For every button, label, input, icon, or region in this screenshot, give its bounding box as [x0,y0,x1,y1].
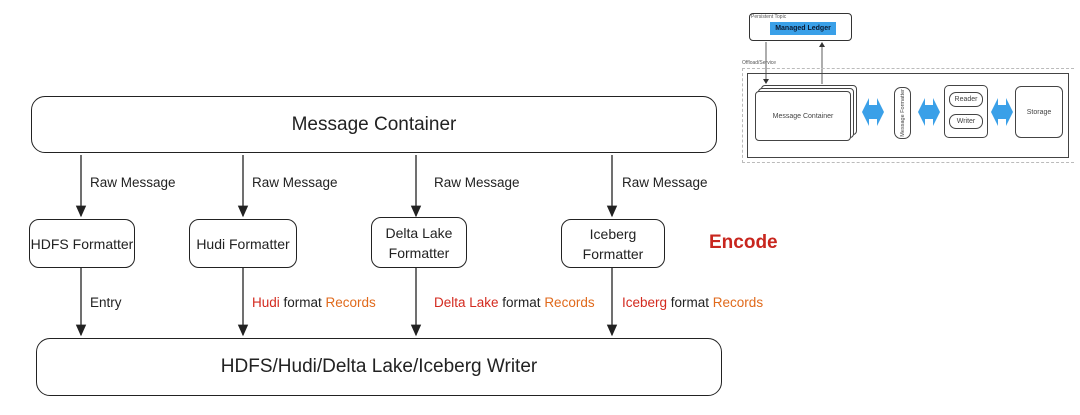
inset-message-formatter-label: Message Formatter [899,89,906,137]
hdfs-formatter-box: HDFS Formatter [29,219,135,268]
output-4-name: Iceberg [622,295,668,310]
raw-message-label-2: Raw Message [252,175,338,190]
delta-lake-formatter-box: Delta Lake Formatter [371,217,467,268]
formatter-3-line1: Delta Lake [385,224,453,241]
raw-message-label-1: Raw Message [90,175,176,190]
inset-offload-service-label: Offload/Service [742,60,777,66]
inset-arrows [763,42,1013,126]
raw-message-label-4: Raw Message [622,175,708,190]
inset-writer-box: Writer [949,114,983,129]
message-container-box: Message Container [31,96,717,153]
iceberg-formatter-box: Iceberg Formatter [561,219,665,268]
inset-writer-label: Writer [956,118,976,125]
output-4-records: Records [712,295,764,310]
writer-box: HDFS/Hudi/Delta Lake/Iceberg Writer [36,338,722,396]
output-label-1: Entry [90,295,122,310]
inset-managed-ledger-box: Managed Ledger [770,22,836,35]
formatter-4-line2: Formatter [582,245,644,262]
hudi-formatter-box: Hudi Formatter [189,219,297,268]
inset-reader-box: Reader [949,92,983,107]
raw-message-label-3: Raw Message [434,175,520,190]
inset-storage-label: Storage [1026,108,1052,116]
formatter-4-line1: Iceberg [589,225,637,242]
output-4-mid: format [667,295,713,310]
encode-label: Encode [709,232,778,253]
output-1-name: Entry [90,295,122,310]
output-2-name: Hudi [252,295,280,310]
inset-persistent-topic-label: Persistent Topic [751,14,787,20]
inset-message-formatter-box: Message Formatter [894,87,911,139]
inset-architecture-diagram: Persistent Topic Managed Ledger Offload/… [742,5,1074,163]
output-3-name: Delta Lake [434,295,499,310]
inset-message-container-label: Message Container [772,112,834,120]
formatter-1-line1: HDFS Formatter [30,235,134,252]
formatter-2-line1: Hudi Formatter [196,235,290,252]
writer-label: HDFS/Hudi/Delta Lake/Iceberg Writer [220,356,538,377]
inset-outer-box [747,73,1069,158]
output-label-2: Hudi format Records [252,295,376,310]
inset-storage-box: Storage [1015,86,1063,138]
inset-message-container-box: Message Container [755,91,851,141]
output-label-4: Iceberg format Records [622,295,763,310]
inset-offload-service-frame [742,68,1074,163]
output-2-mid: format [279,295,326,310]
formatter-3-line2: Formatter [388,244,450,261]
output-2-records: Records [325,295,376,310]
message-container-label: Message Container [291,113,457,135]
output-label-3: Delta Lake format Records [434,295,595,310]
inset-reader-label: Reader [954,96,978,103]
output-3-mid: format [498,295,545,310]
inset-managed-ledger-label: Managed Ledger [775,25,831,32]
output-3-records: Records [544,295,595,310]
